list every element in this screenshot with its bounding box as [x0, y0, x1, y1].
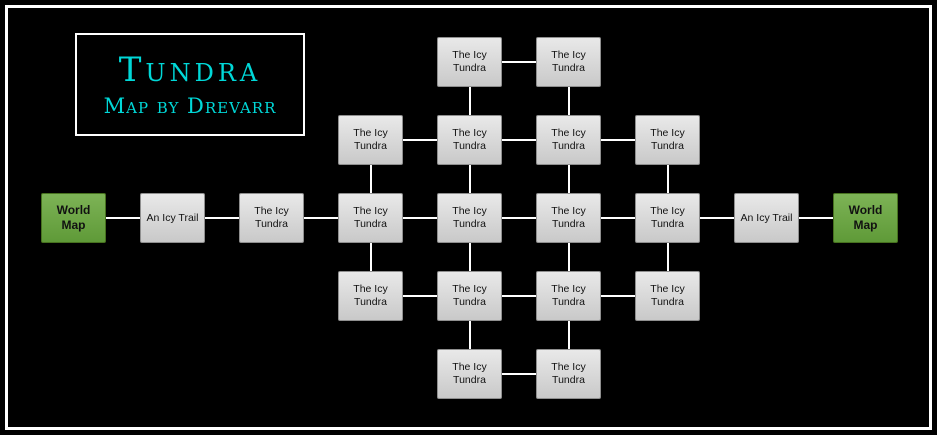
map-node-tundra-r0-c5: The Icy Tundra [536, 37, 601, 87]
map-node-label: An Icy Trail [146, 211, 199, 224]
map-node-tundra-r2-c3: The Icy Tundra [338, 193, 403, 243]
map-node-label: The Icy Tundra [650, 283, 685, 308]
map-node-label: The Icy Tundra [551, 361, 586, 386]
map-node-label: World Map [56, 203, 91, 232]
connector-line [567, 321, 570, 349]
map-node-tundra-r3-c4: The Icy Tundra [437, 271, 502, 321]
map-node-tundra-r3-c5: The Icy Tundra [536, 271, 601, 321]
map-node-label: The Icy Tundra [353, 205, 388, 230]
connector-line [403, 217, 437, 219]
map-node-tundra-r1-c3: The Icy Tundra [338, 115, 403, 165]
map-node-tundra-r1-c5: The Icy Tundra [536, 115, 601, 165]
map-node-world-map-west: World Map [41, 193, 106, 243]
map-node-tundra-r0-c4: The Icy Tundra [437, 37, 502, 87]
map-node-label: The Icy Tundra [551, 127, 586, 152]
connector-line [403, 139, 437, 141]
map-node-label: The Icy Tundra [254, 205, 289, 230]
connector-line [502, 295, 536, 297]
connector-line [403, 295, 437, 297]
map-node-label: The Icy Tundra [650, 127, 685, 152]
connector-line [369, 165, 372, 193]
map-node-label: The Icy Tundra [353, 283, 388, 308]
connector-line [502, 61, 536, 63]
connector-line [304, 217, 338, 219]
connector-line [502, 373, 536, 375]
map-node-label: The Icy Tundra [452, 361, 487, 386]
connector-line [468, 243, 471, 271]
map-node-label: The Icy Tundra [452, 49, 487, 74]
map-node-icy-trail-west: An Icy Trail [140, 193, 205, 243]
map-node-tundra-r1-c6: The Icy Tundra [635, 115, 700, 165]
connector-line [601, 139, 635, 141]
connector-line [502, 139, 536, 141]
map-node-label: The Icy Tundra [452, 283, 487, 308]
connector-line [205, 217, 239, 219]
map-node-tundra-r2-c4: The Icy Tundra [437, 193, 502, 243]
map-node-label: The Icy Tundra [551, 49, 586, 74]
map-node-label: The Icy Tundra [452, 205, 487, 230]
map-node-tundra-r2-c5: The Icy Tundra [536, 193, 601, 243]
connector-line [468, 165, 471, 193]
connector-line [666, 165, 669, 193]
map-node-icy-trail-east: An Icy Trail [734, 193, 799, 243]
map-node-label: World Map [848, 203, 883, 232]
connector-line [601, 295, 635, 297]
connector-line [799, 217, 833, 219]
map-credit: Map by Drevarr [103, 93, 277, 118]
connector-line [567, 243, 570, 271]
map-node-tundra-r3-c3: The Icy Tundra [338, 271, 403, 321]
map-title: Tundra [118, 49, 262, 90]
connector-line [369, 243, 372, 271]
connector-line [567, 87, 570, 115]
connector-line [601, 217, 635, 219]
connector-line [666, 243, 669, 271]
map-node-label: The Icy Tundra [650, 205, 685, 230]
map-node-label: The Icy Tundra [353, 127, 388, 152]
map-node-label: The Icy Tundra [551, 283, 586, 308]
connector-line [468, 87, 471, 115]
map-title-box: Tundra Map by Drevarr [75, 33, 305, 136]
connector-line [468, 321, 471, 349]
connector-line [106, 217, 140, 219]
connector-line [567, 165, 570, 193]
map-node-label: An Icy Trail [740, 211, 793, 224]
map-node-tundra-r3-c6: The Icy Tundra [635, 271, 700, 321]
map-node-label: The Icy Tundra [452, 127, 487, 152]
map-node-tundra-r1-c4: The Icy Tundra [437, 115, 502, 165]
map-node-label: The Icy Tundra [551, 205, 586, 230]
map-node-tundra-r2-c2: The Icy Tundra [239, 193, 304, 243]
map-node-tundra-r4-c5: The Icy Tundra [536, 349, 601, 399]
map-node-world-map-east: World Map [833, 193, 898, 243]
connector-line [700, 217, 734, 219]
map-node-tundra-r2-c6: The Icy Tundra [635, 193, 700, 243]
map-node-tundra-r4-c4: The Icy Tundra [437, 349, 502, 399]
connector-line [502, 217, 536, 219]
